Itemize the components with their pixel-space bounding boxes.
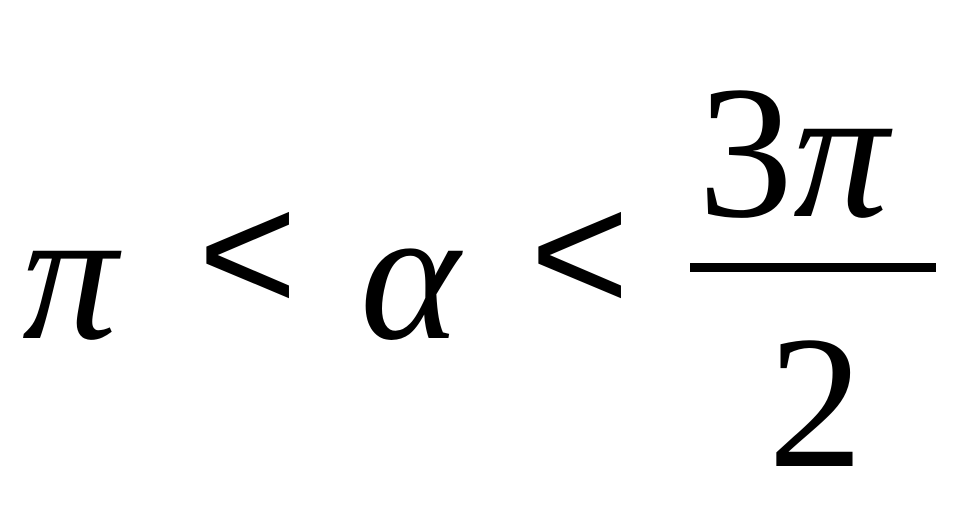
less-than-sign: < [198,158,298,348]
fraction-denominator: 2 [768,298,863,508]
fraction-bar [690,263,936,272]
numerator-pi-symbol: π [793,48,889,258]
alpha-symbol: α [360,170,460,380]
fraction: 3π 2 [688,40,938,500]
less-than-sign: < [530,158,630,348]
fraction-numerator: 3π [698,58,888,248]
pi-symbol: π [22,170,118,380]
numerator-coefficient: 3 [698,48,793,258]
